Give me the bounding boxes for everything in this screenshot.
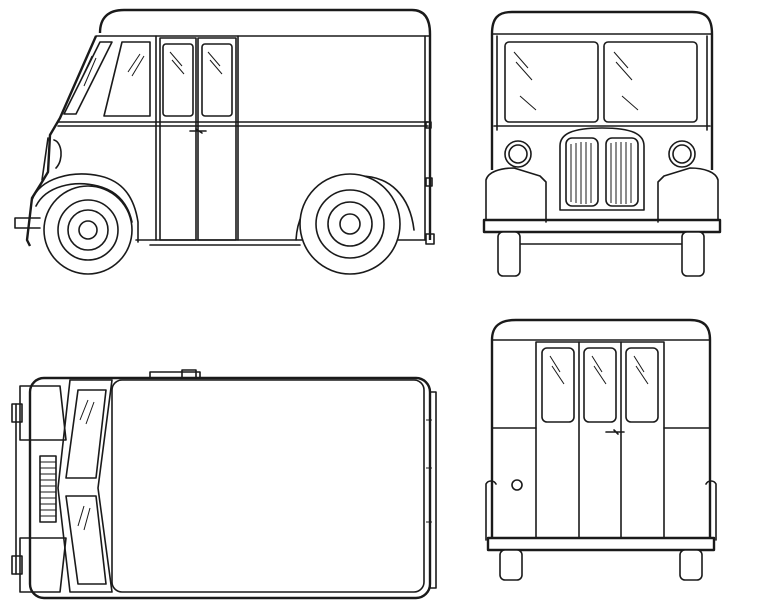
front-tire-left bbox=[497, 231, 521, 277]
side-body-outline bbox=[25, 35, 98, 247]
front-fender-right bbox=[657, 167, 719, 223]
front-windshield-left bbox=[504, 41, 599, 123]
front-fender-left bbox=[485, 167, 547, 223]
front-windshield-right bbox=[603, 41, 698, 123]
side-door-left bbox=[159, 37, 197, 241]
side-rear-bumper bbox=[425, 233, 435, 245]
top-roof-panel bbox=[111, 379, 425, 593]
front-headlamp-left bbox=[504, 140, 532, 168]
side-grille-edge bbox=[41, 137, 49, 181]
rear-tire-right bbox=[679, 549, 703, 581]
side-front-bumper bbox=[14, 217, 41, 229]
front-windshield-glare bbox=[513, 51, 639, 111]
rear-door-handle bbox=[605, 429, 625, 435]
side-rear-wheel bbox=[299, 173, 401, 275]
rear-window-left bbox=[541, 347, 575, 423]
front-roof bbox=[490, 10, 714, 35]
top-bumper-end-right bbox=[11, 555, 23, 575]
rear-window-right bbox=[625, 347, 659, 423]
side-view bbox=[14, 8, 435, 275]
top-windshield-left bbox=[65, 389, 107, 479]
front-bumper bbox=[482, 218, 722, 234]
top-grille bbox=[39, 455, 57, 523]
side-marker bbox=[425, 121, 432, 129]
front-grille bbox=[565, 137, 639, 207]
side-front-fender bbox=[31, 173, 139, 243]
top-cab-chevron bbox=[57, 379, 113, 593]
top-rear-hinges bbox=[426, 419, 432, 523]
side-door-window-left bbox=[162, 43, 194, 117]
rear-window-center bbox=[583, 347, 617, 423]
side-front-window bbox=[103, 41, 151, 117]
top-grille-slats bbox=[40, 461, 56, 517]
top-windshield-glare bbox=[77, 399, 95, 531]
side-headlamp bbox=[53, 139, 62, 169]
rear-roof bbox=[490, 318, 712, 341]
front-body-outline bbox=[490, 34, 714, 170]
rear-fender-right bbox=[705, 480, 717, 541]
side-tail-lamp bbox=[425, 177, 433, 187]
front-view bbox=[482, 10, 722, 277]
front-headlamp-right bbox=[668, 140, 696, 168]
top-fender-right bbox=[19, 537, 67, 593]
side-front-wheel bbox=[43, 185, 133, 275]
top-marker-lamp bbox=[181, 369, 197, 379]
top-bumper-end-left bbox=[11, 403, 23, 423]
top-roof-outline bbox=[28, 376, 432, 600]
rear-fender-left bbox=[485, 480, 497, 541]
top-fender-left bbox=[19, 385, 67, 441]
side-roof bbox=[98, 8, 432, 35]
rear-tire-left bbox=[499, 549, 523, 581]
side-windshield bbox=[63, 41, 113, 115]
rear-window-glare bbox=[549, 355, 649, 385]
side-door-window-right bbox=[201, 43, 233, 117]
top-rear-bumper bbox=[429, 391, 437, 589]
side-door-glare bbox=[169, 51, 223, 75]
rear-bumper bbox=[486, 536, 716, 552]
rear-fuel-cap bbox=[511, 479, 523, 491]
side-windshield-glare bbox=[79, 55, 97, 87]
side-door-handle bbox=[189, 128, 207, 134]
top-rain-gutter-left bbox=[149, 371, 201, 379]
rear-view bbox=[485, 318, 717, 581]
front-tire-right bbox=[681, 231, 705, 277]
top-windshield-right bbox=[65, 495, 107, 585]
side-window-glare bbox=[127, 53, 145, 77]
top-view bbox=[11, 369, 437, 600]
front-grille-surround bbox=[559, 127, 645, 211]
